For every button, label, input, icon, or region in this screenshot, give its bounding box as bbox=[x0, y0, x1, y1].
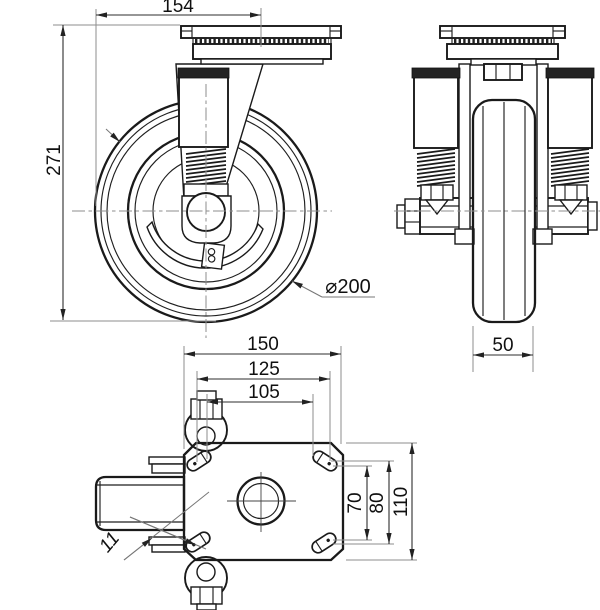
dim-110-label: 110 bbox=[391, 487, 412, 517]
wheel-diameter-label: ⌀200 bbox=[325, 276, 370, 298]
plate-view bbox=[94, 390, 345, 610]
bolt-slot-top-right bbox=[312, 450, 338, 472]
dim-125-label: 125 bbox=[248, 359, 280, 380]
bolt-slot-top-left bbox=[186, 450, 212, 472]
dim-150-label: 150 bbox=[247, 334, 279, 355]
dim-70: 70 bbox=[333, 465, 372, 541]
dim-80: 80 bbox=[331, 460, 394, 545]
swivel-boss-bottom bbox=[184, 556, 228, 610]
kingpin-hole bbox=[227, 472, 296, 532]
dim-80-label: 80 bbox=[367, 492, 388, 513]
spring-housing-front bbox=[177, 67, 230, 148]
bolt-slot-bottom-right bbox=[311, 532, 337, 554]
dim-110: 110 bbox=[346, 442, 417, 561]
dim-271: 271 bbox=[44, 24, 216, 322]
fork-bottom-bracket bbox=[200, 242, 226, 270]
dim-154: 154 bbox=[95, 0, 262, 206]
dim-50: 50 bbox=[472, 326, 534, 372]
dim-150: 150 bbox=[183, 334, 342, 449]
front-view bbox=[93, 25, 342, 324]
dim-105: 105 bbox=[206, 382, 314, 459]
dim-70-label: 70 bbox=[345, 492, 366, 513]
dim-11-label: 11 bbox=[95, 528, 124, 557]
housing-cap bbox=[177, 67, 230, 79]
spring-bolts bbox=[420, 184, 588, 216]
wheel-diameter-callout: ⌀200 bbox=[291, 276, 375, 298]
tread-pointer-arrow bbox=[105, 128, 121, 143]
mounting-plate bbox=[182, 441, 345, 562]
center-lines bbox=[72, 84, 600, 338]
side-view bbox=[396, 25, 598, 324]
dim-154-label: 154 bbox=[162, 0, 194, 17]
coil-spring-left bbox=[416, 148, 456, 187]
dim-50-label: 50 bbox=[492, 335, 513, 356]
fork-legs-side bbox=[454, 63, 553, 245]
dim-105-label: 105 bbox=[248, 382, 280, 403]
top-plate-side bbox=[439, 25, 566, 66]
dim-271-label: 271 bbox=[44, 144, 65, 176]
coil-spring-right bbox=[550, 148, 590, 187]
dim-125: 125 bbox=[196, 359, 331, 462]
spring-housings-side bbox=[411, 67, 595, 149]
kingpin-nut bbox=[483, 63, 523, 81]
